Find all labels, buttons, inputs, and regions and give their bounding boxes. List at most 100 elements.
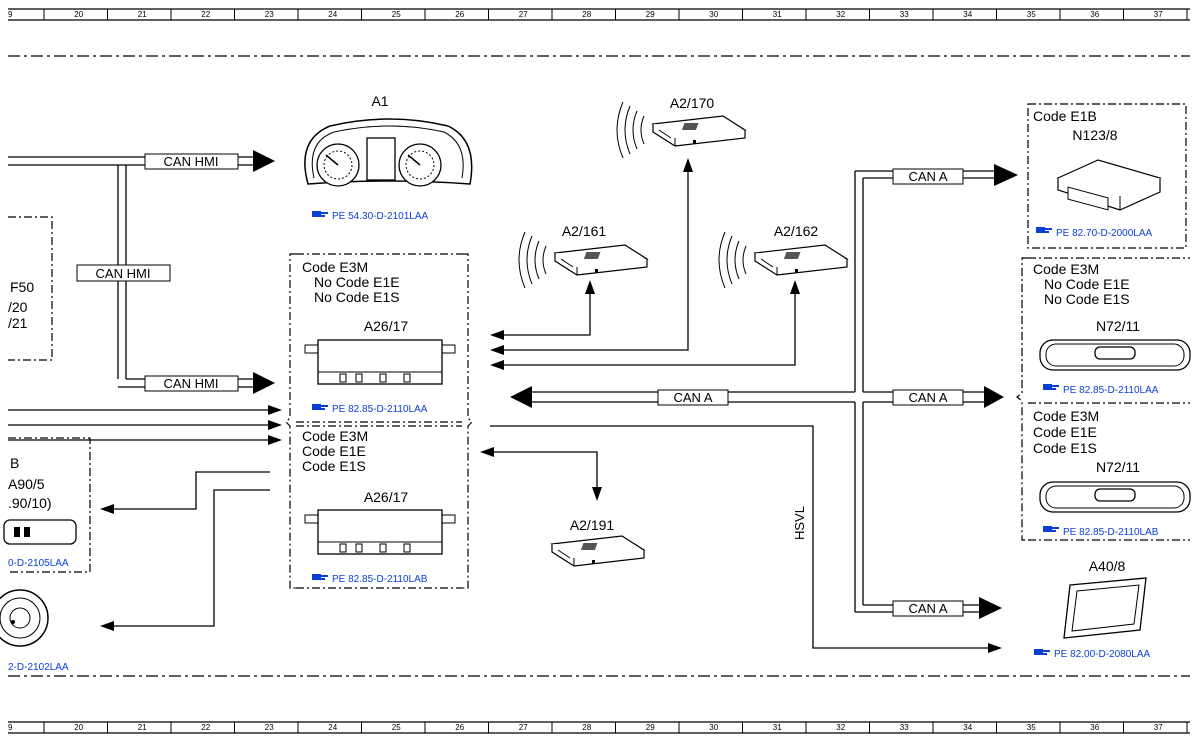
svg-text:PE 82.85-D-2110LAA: PE 82.85-D-2110LAA [332,404,428,415]
svg-text:0-D-2105LAA: 0-D-2105LAA [8,558,69,569]
svg-text:A40/8: A40/8 [1089,558,1126,574]
ruler-label: 23 [265,10,274,19]
svg-text:Code E1S: Code E1S [1033,440,1097,456]
ruler-label: 22 [201,723,210,732]
svg-text:No Code E1E: No Code E1E [1044,276,1130,292]
ruler-label: 23 [265,723,274,732]
svg-text:N123/8: N123/8 [1072,127,1117,143]
can-a-top-label: CAN A [892,168,964,185]
pointing-hand-icon [1043,384,1059,390]
n123-8-block: Code E1B N123/8 PE 82.70-D-2000LAA [1027,103,1187,249]
a2-191-antenna-module: A2/191 [551,517,645,567]
svg-text:2-D-2102LAA: 2-D-2102LAA [8,662,69,673]
ruler-label: 26 [455,723,464,732]
svg-text:CAN A: CAN A [908,601,947,616]
ruler-label: 28 [582,10,591,19]
ruler-label: 29 [646,10,655,19]
ruler-label: 35 [1027,10,1036,19]
can-hmi-top-label: CAN HMI [144,153,239,170]
ruler-label: 31 [773,723,782,732]
svg-text:CAN HMI: CAN HMI [96,266,151,281]
pointing-hand-icon [312,404,328,410]
a26-17-code-group [285,253,473,589]
svg-text:A2/162: A2/162 [774,223,819,239]
svg-text:A26/17: A26/17 [364,318,409,334]
ruler-label: 37 [1154,10,1163,19]
svg-text:PE 82.70-D-2000LAA: PE 82.70-D-2000LAA [1056,228,1153,239]
a2-170-antenna-module: A2/170 [616,95,746,159]
svg-text:PE 82.00-D-2080LAA: PE 82.00-D-2080LAA [1054,649,1151,660]
left-b-block: B A90/5 .90/10) 0-D-2105LAA [3,437,91,573]
wires [8,156,995,649]
svg-text:/20: /20 [8,299,28,315]
svg-text:A90/5: A90/5 [8,476,45,492]
pointing-hand-icon [1043,526,1059,532]
ruler-label: 21 [138,723,147,732]
svg-text:B: B [10,455,19,471]
ruler-label: 37 [1154,723,1163,732]
svg-text:CAN HMI: CAN HMI [164,376,219,391]
svg-text:Code E1E: Code E1E [1033,424,1097,440]
ruler-label: 33 [900,723,909,732]
a26-17-e1e-block: Code E3M No Code E1E No Code E1S A26/17 … [302,259,456,415]
svg-text:No Code E1S: No Code E1S [1044,291,1130,307]
svg-text:PE 82.85-D-2110LAB: PE 82.85-D-2110LAB [332,574,428,585]
pointing-hand-icon [312,574,328,580]
ruler-label: 36 [1090,723,1099,732]
ruler-label: 25 [392,723,401,732]
svg-text:.90/10): .90/10) [8,495,52,511]
ruler-label: 30 [709,723,718,732]
svg-text:Code E1S: Code E1S [302,458,366,474]
pointing-hand-icon [1036,227,1052,233]
ruler-label: 20 [74,10,83,19]
pointing-hand-icon [1034,649,1050,655]
n72-11-lab-block: Code E3M Code E1E Code E1S N72/11 PE 82.… [1033,408,1191,538]
left-f50-block: F50 /20 /21 [8,216,53,361]
ruler-label: 22 [201,10,210,19]
svg-text:A1: A1 [371,93,388,109]
ruler-label: 27 [519,723,528,732]
svg-text:F50: F50 [10,279,34,295]
svg-text:PE 54.30-D-2101LAA: PE 54.30-D-2101LAA [332,211,429,222]
ruler-label: 28 [582,723,591,732]
svg-text:PE 82.85-D-2110LAB: PE 82.85-D-2110LAB [1063,527,1159,538]
a1-instrument-cluster: A1 PE 54.30-D-2101LAA [304,93,473,222]
can-a-bottom-label: CAN A [892,600,964,617]
svg-text:Code E3M: Code E3M [302,428,368,444]
svg-text:A26/17: A26/17 [364,489,409,505]
a26-17-e1s-block: Code E3M Code E1E Code E1S A26/17 PE 82.… [302,428,456,585]
svg-text:A2/191: A2/191 [570,517,615,533]
ruler-label: 34 [963,723,972,732]
svg-text:No Code E1E: No Code E1E [314,274,400,290]
a40-8-display: A40/8 PE 82.00-D-2080LAA [1034,558,1151,660]
n72-11-laa-block: Code E3M No Code E1E No Code E1S N72/11 … [1033,261,1191,396]
svg-text:A2/170: A2/170 [670,95,715,111]
svg-text:CAN HMI: CAN HMI [164,154,219,169]
ruler-label: 34 [963,10,972,19]
ruler-label: 25 [392,10,401,19]
ruler-label: 24 [328,723,337,732]
ruler-label: 9 [8,723,13,732]
ruler-label: 20 [74,723,83,732]
ruler-label: 33 [900,10,909,19]
ruler-label: 26 [455,10,464,19]
svg-text:Code E1B: Code E1B [1033,108,1097,124]
svg-text:Code E1E: Code E1E [302,443,366,459]
can-hmi-low-label: CAN HMI [144,375,239,392]
ruler-label: 24 [328,10,337,19]
pointing-hand-icon [312,211,328,217]
left-speaker: 2-D-2102LAA [0,589,69,673]
svg-text:Code E3M: Code E3M [1033,261,1099,277]
svg-text:PE 82.85-D-2110LAA: PE 82.85-D-2110LAA [1063,385,1159,396]
ruler-label: 32 [836,10,845,19]
svg-text:/21: /21 [8,315,28,331]
svg-text:Code E3M: Code E3M [302,259,368,275]
svg-text:CAN A: CAN A [908,390,947,405]
ruler-label: 9 [8,10,13,19]
n72-11-code-group [1016,257,1190,541]
svg-text:CAN A: CAN A [908,169,947,184]
svg-text:A2/161: A2/161 [562,223,607,239]
